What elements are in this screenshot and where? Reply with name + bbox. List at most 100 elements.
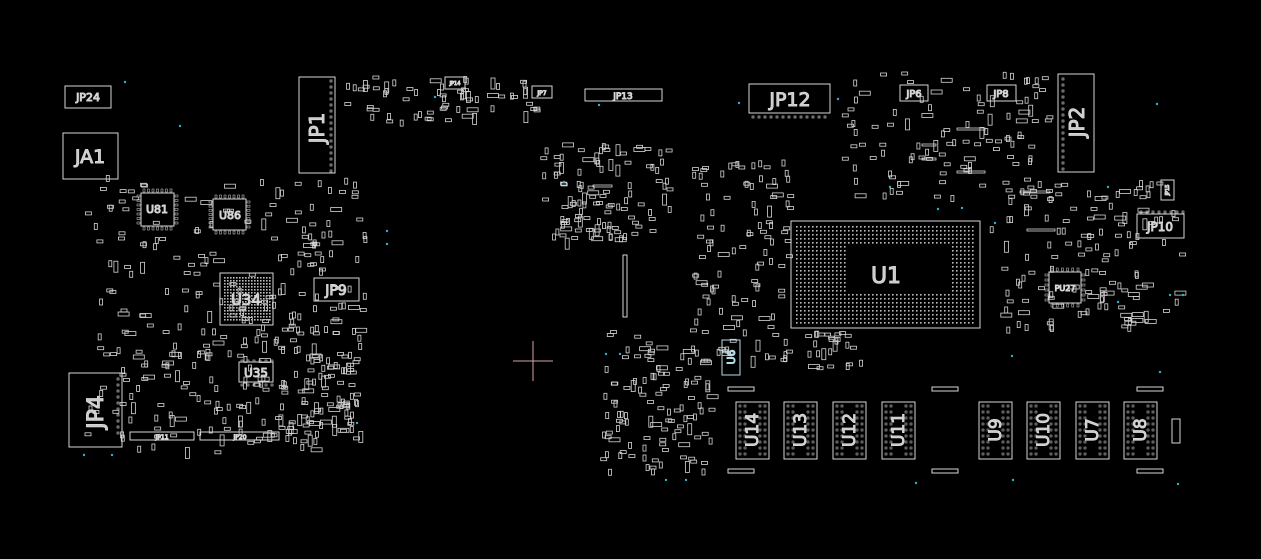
ball [227,289,229,291]
label-jp4: JP4 [84,395,109,431]
pin [1061,143,1065,147]
chip-u34[interactable]: U34 [219,272,274,326]
connector-jp7[interactable]: JP7 [531,85,553,99]
ball [812,322,814,324]
pin [738,452,742,456]
connector-jp11[interactable]: JP11 [129,431,195,442]
ball [828,258,830,260]
passive [647,358,655,363]
passive [667,418,675,423]
ball [920,302,922,304]
connector-jp14[interactable]: JP14 [444,76,466,90]
passive [328,407,341,412]
passive [184,196,197,202]
via [1011,478,1015,482]
connector-jp9[interactable]: JP9 [313,277,360,302]
ball [263,277,265,279]
dram-u7[interactable]: U7 [1075,401,1110,460]
passive [771,313,775,321]
connector-jp24[interactable]: JP24 [64,85,112,109]
cpu-u1[interactable]: U1 [790,220,981,329]
passive [650,422,663,427]
chip-u86[interactable]: U86 [208,194,251,235]
connector-jp13[interactable]: JP13 [584,88,663,103]
chip-u81[interactable]: U81 [136,188,179,231]
ball [968,294,970,296]
dram-u12[interactable]: U12 [832,401,867,460]
pin [1049,452,1053,456]
pin [811,410,815,414]
ball [884,230,886,232]
passive [312,378,316,386]
chip-pu27[interactable]: PU27 [1044,267,1086,308]
connector-jp2[interactable]: JP2 [1057,73,1095,173]
connector-jp12[interactable]: JP12 [748,83,831,119]
ball [800,318,802,320]
connector-jp1[interactable]: JP1 [298,76,336,174]
passive [337,380,345,385]
ball [852,294,854,296]
ball [900,302,902,304]
via [355,421,359,425]
ball [968,242,970,244]
pin [1081,293,1086,297]
passive [281,346,285,354]
pin [116,377,120,381]
passive [784,169,789,177]
dram-u11[interactable]: U11 [881,401,916,460]
smd-components [84,71,1187,476]
passive [578,185,583,193]
dram-u9[interactable]: U9 [978,401,1013,460]
passive [814,330,818,338]
pin [884,446,888,450]
connector-jp20[interactable]: JP20 [199,431,280,442]
passive [646,164,653,169]
passive [239,405,247,410]
dram-u8[interactable]: U8 [1123,401,1158,460]
ball [266,298,268,300]
pin [1076,267,1080,272]
ball [242,289,244,291]
passive [327,365,334,370]
connector-jp4[interactable]: JP4 [68,372,123,448]
connector-jp10[interactable]: JP10 [1136,210,1185,239]
ball [816,318,818,320]
passive [1021,274,1026,282]
passive [444,118,452,123]
connector-ja1[interactable]: JA1 [62,132,119,180]
dram-u13[interactable]: U13 [783,401,818,460]
passive [165,288,169,295]
ball [230,301,232,303]
ball [233,313,235,315]
ball [804,298,806,300]
passive [1026,77,1030,84]
connector-jp6[interactable]: JP6 [899,84,929,102]
ball [856,314,858,316]
ball [227,319,229,321]
passive [107,204,114,209]
passive [853,79,858,87]
ball [844,318,846,320]
ball [880,310,882,312]
ball [932,306,934,308]
ball [269,313,271,315]
chip-u35[interactable]: U35 [238,359,274,387]
dram-u14[interactable]: U14 [735,401,770,460]
connector-jp8[interactable]: JP8 [986,84,1017,102]
pin [835,446,839,450]
connector-jp15[interactable]: JP15 [1160,179,1175,201]
passive [655,179,663,184]
ball [880,314,882,316]
passive [624,160,632,165]
chip-u6[interactable]: U6 [721,339,741,376]
ball [904,234,906,236]
ball [804,302,806,304]
ball [948,306,950,308]
dram-u10[interactable]: U10 [1026,401,1061,460]
passive [383,90,387,98]
passive [222,208,230,213]
ball [266,304,268,306]
ball [936,298,938,300]
passive [358,343,363,350]
